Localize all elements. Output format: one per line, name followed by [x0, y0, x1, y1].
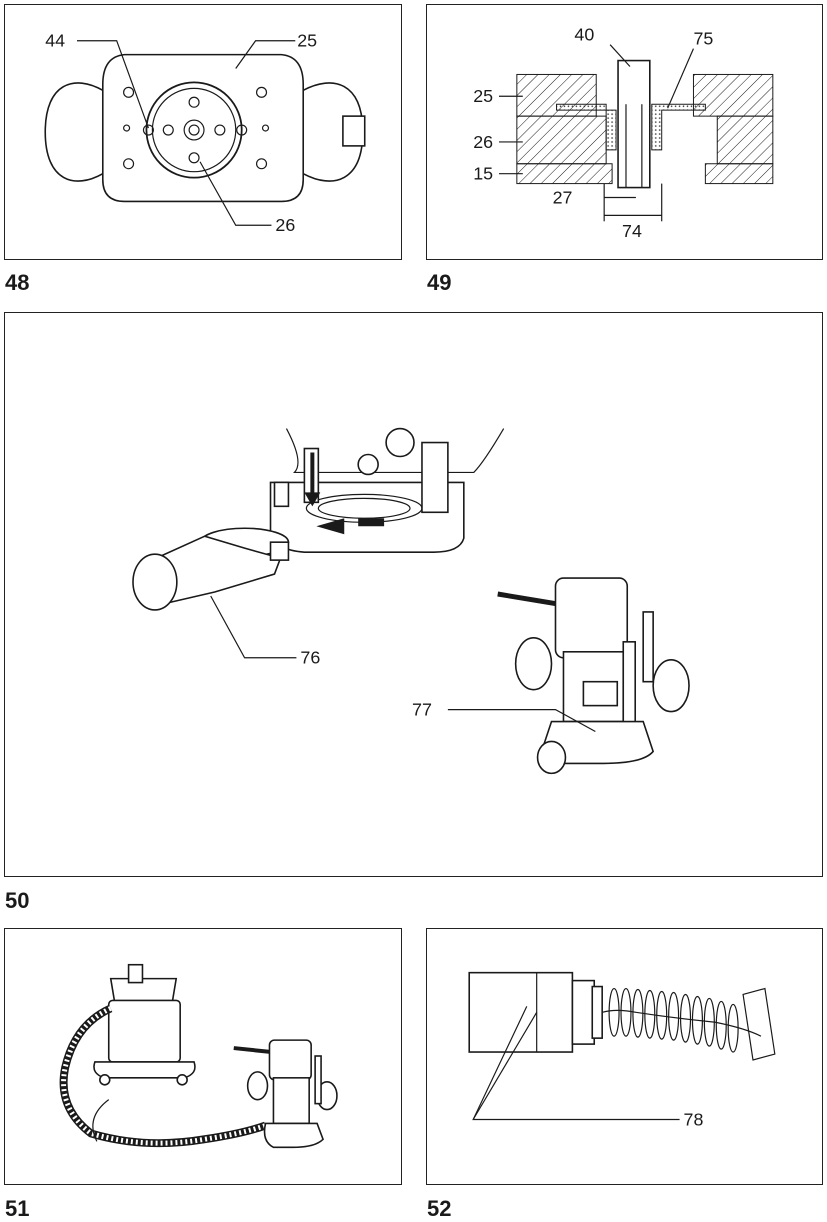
figure-50-panel: 76 77 — [4, 312, 823, 877]
callout-74: 74 — [622, 221, 642, 241]
callout-76: 76 — [300, 648, 320, 668]
figure-number-52: 52 — [427, 1198, 451, 1220]
figure-number-51: 51 — [5, 1198, 29, 1220]
figure-number-49: 49 — [427, 272, 451, 294]
callout-27: 27 — [553, 187, 573, 207]
callout-25: 25 — [297, 31, 317, 51]
callout-26: 26 — [473, 132, 493, 152]
figure-52-panel: 78 — [426, 928, 823, 1185]
hose-joint-illustration: 78 — [427, 929, 822, 1184]
callout-15: 15 — [473, 164, 493, 184]
callout-77: 77 — [412, 700, 432, 720]
figure-number-48: 48 — [5, 272, 29, 294]
callout-75: 75 — [693, 29, 713, 49]
callout-26: 26 — [275, 215, 295, 235]
figure-49-panel: 40 75 25 26 15 27 74 — [426, 4, 823, 260]
figure-number-50: 50 — [5, 890, 29, 912]
callout-25: 25 — [473, 86, 493, 106]
vacuum-cleaner-connection-illustration — [5, 929, 401, 1184]
figure-48-panel: 44 25 26 — [4, 4, 402, 260]
callout-40: 40 — [574, 25, 594, 45]
callout-44: 44 — [45, 31, 65, 51]
router-base-top-view-illustration: 44 25 26 — [5, 5, 401, 259]
cross-section-illustration: 40 75 25 26 15 27 74 — [427, 5, 822, 259]
callout-78: 78 — [684, 1109, 704, 1129]
figure-51-panel — [4, 928, 402, 1185]
dust-nozzle-attachment-illustration: 76 77 — [5, 313, 822, 876]
